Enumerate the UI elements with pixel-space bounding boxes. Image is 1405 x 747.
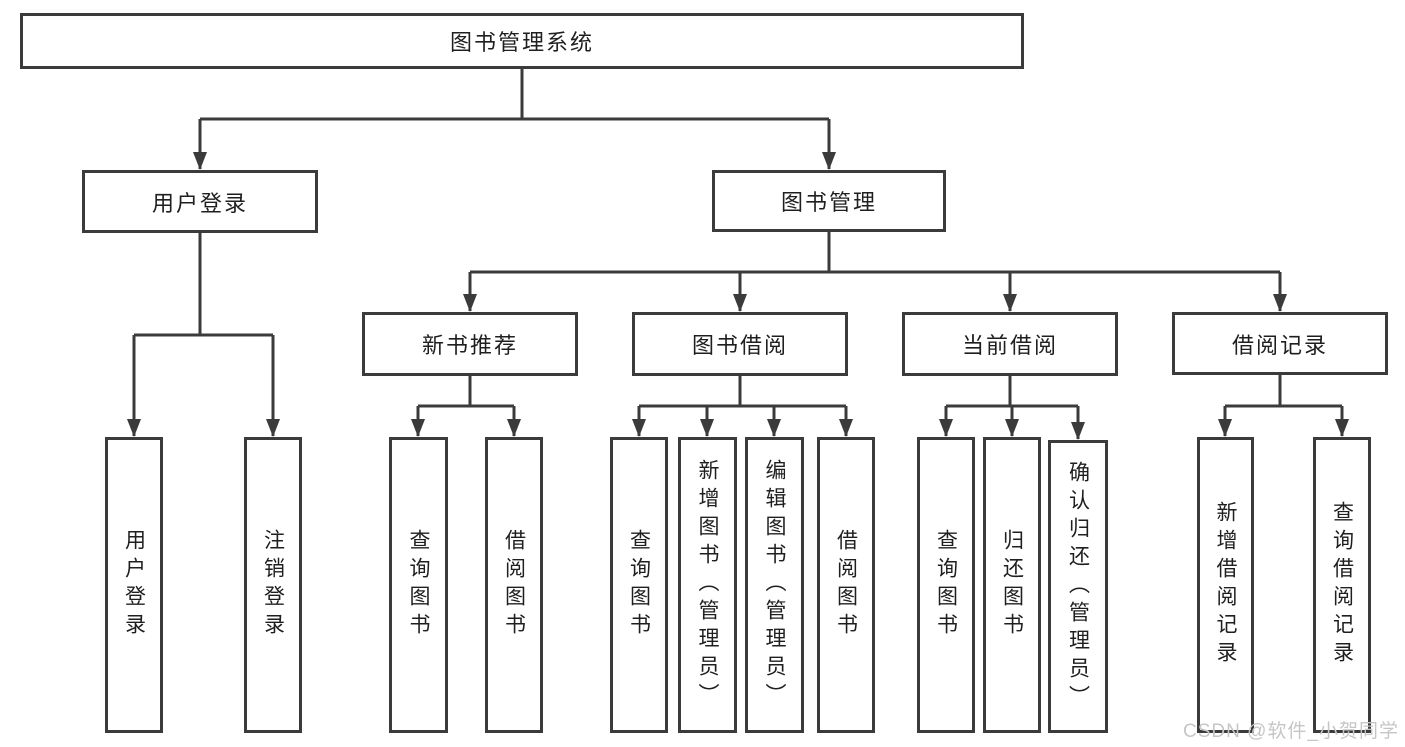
connector-new-books-to-leaves bbox=[411, 376, 521, 437]
node-label: 借阅图书 bbox=[502, 529, 526, 641]
leaf-edit-books-admin: 编辑图书（管理员） bbox=[745, 437, 804, 733]
node-label: 查询图书 bbox=[407, 529, 430, 641]
node-label: 注销登录 bbox=[261, 529, 285, 641]
node-borrow-records: 借阅记录 bbox=[1172, 312, 1388, 375]
leaf-query-books-1: 查询图书 bbox=[389, 437, 448, 733]
node-current-borrow: 当前借阅 bbox=[902, 312, 1118, 376]
node-label: 用户登录 bbox=[151, 190, 248, 216]
leaf-borrow-books-1: 借阅图书 bbox=[485, 437, 543, 733]
node-label: 借阅图书 bbox=[834, 529, 858, 641]
node-label: 借阅记录 bbox=[1231, 332, 1328, 358]
connector-book-mgmt-to-level3 bbox=[463, 232, 1287, 312]
connector-records-to-leaves bbox=[1218, 375, 1349, 437]
connector-current-to-leaves bbox=[939, 376, 1085, 440]
node-label: 查询借阅记录 bbox=[1330, 501, 1354, 669]
node-label: 编辑图书（管理员） bbox=[763, 459, 786, 711]
node-label: 确认归还（管理员） bbox=[1066, 460, 1090, 713]
node-label: 归还图书 bbox=[1000, 529, 1024, 641]
node-label: 图书管理 bbox=[780, 190, 877, 215]
node-label: 新书推荐 bbox=[421, 333, 518, 358]
node-user-login: 用户登录 bbox=[82, 170, 318, 233]
connector-root-to-level2 bbox=[193, 68, 836, 170]
node-new-book-recommend: 新书推荐 bbox=[362, 312, 578, 376]
node-label: 查询图书 bbox=[934, 529, 958, 641]
node-label: 新增借阅记录 bbox=[1214, 501, 1237, 669]
leaf-add-books-admin: 新增图书（管理员） bbox=[678, 437, 737, 733]
node-label: 当前借阅 bbox=[961, 333, 1058, 358]
node-label: 用户登录 bbox=[122, 529, 146, 641]
connector-borrow-to-leaves bbox=[632, 376, 853, 437]
leaf-query-books-3: 查询图书 bbox=[917, 437, 975, 733]
node-label: 图书借阅 bbox=[691, 333, 788, 358]
leaf-confirm-return-admin: 确认归还（管理员） bbox=[1048, 440, 1108, 733]
leaf-user-login: 用户登录 bbox=[105, 437, 163, 733]
leaf-logout: 注销登录 bbox=[244, 437, 302, 733]
connector-user-login-to-leaves bbox=[127, 233, 280, 437]
csdn-watermark: CSDN @软件_小贺同学 bbox=[1183, 721, 1399, 742]
leaf-borrow-books-2: 借阅图书 bbox=[817, 437, 875, 733]
node-label: 查询图书 bbox=[627, 529, 651, 641]
leaf-return-books: 归还图书 bbox=[983, 437, 1041, 733]
leaf-add-borrow-record: 新增借阅记录 bbox=[1197, 437, 1254, 733]
node-library-management-system: 图书管理系统 bbox=[20, 13, 1024, 69]
leaf-query-books-2: 查询图书 bbox=[610, 437, 668, 733]
leaf-query-borrow-record: 查询借阅记录 bbox=[1313, 437, 1371, 733]
node-book-management: 图书管理 bbox=[712, 170, 946, 232]
node-book-borrow: 图书借阅 bbox=[632, 312, 848, 376]
node-label: 新增图书（管理员） bbox=[696, 459, 719, 711]
node-label: 图书管理系统 bbox=[449, 30, 594, 55]
